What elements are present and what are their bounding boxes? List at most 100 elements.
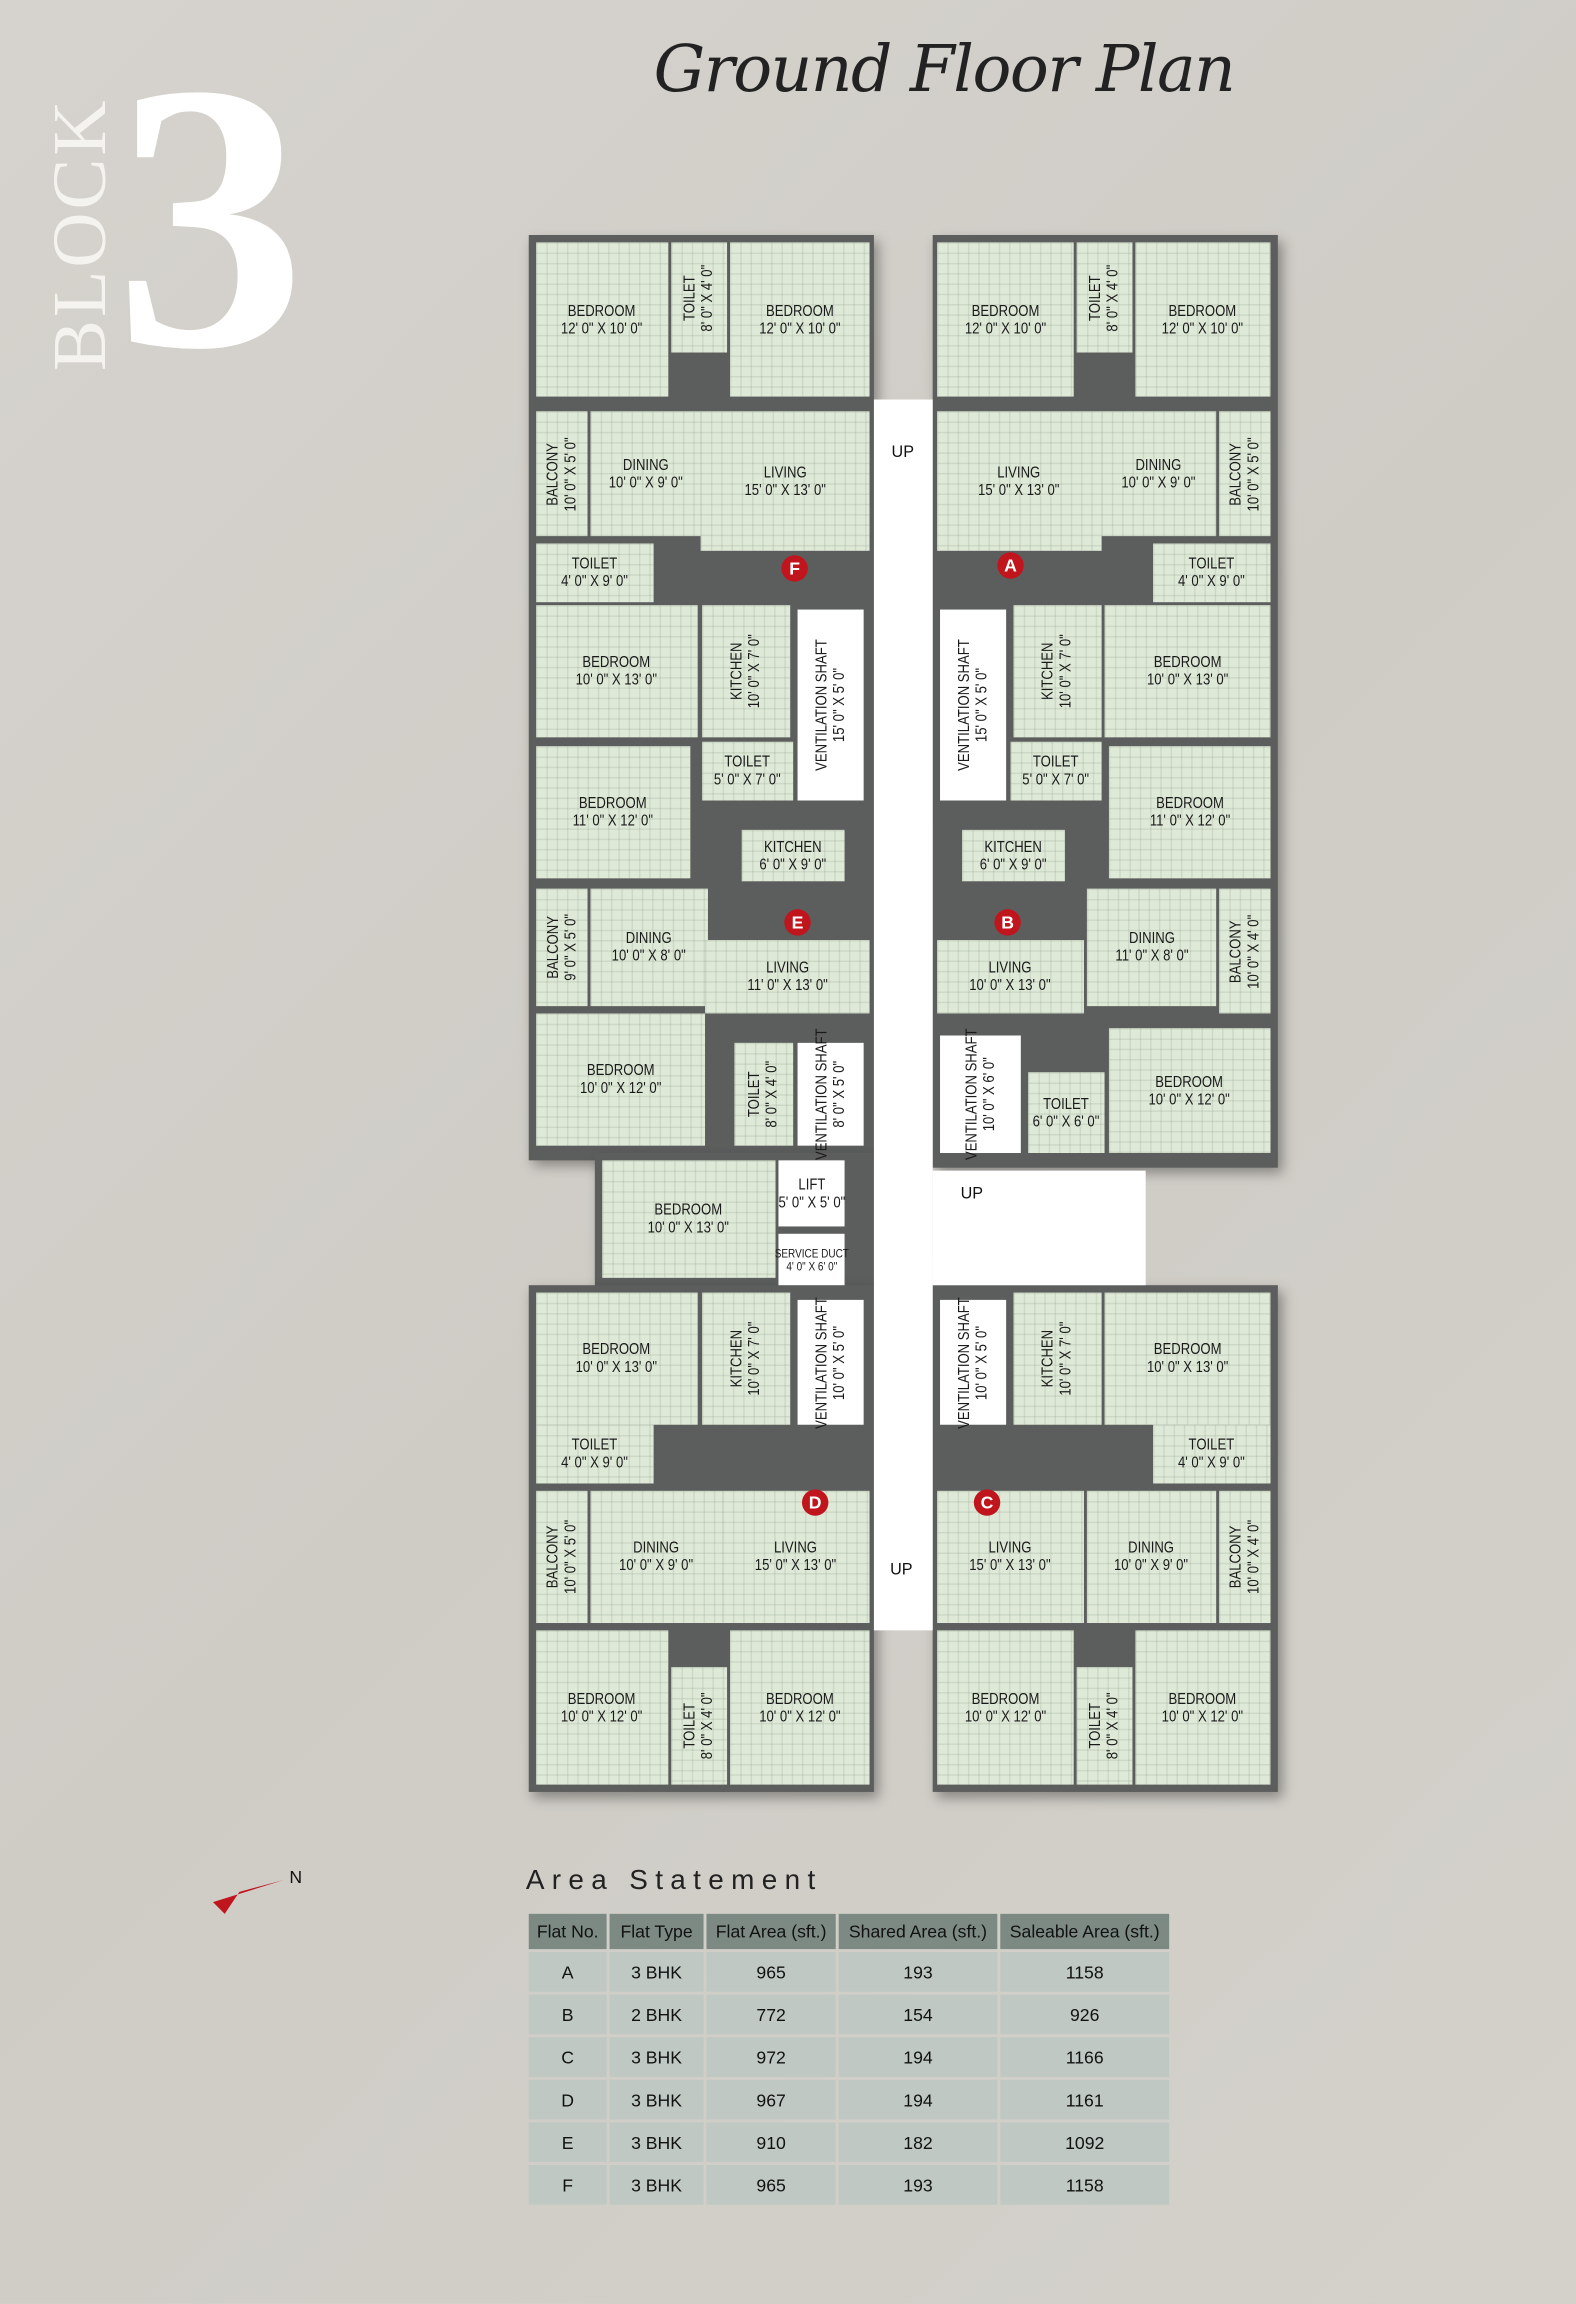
room-dimensions: 10' 0" X 9' 0" bbox=[608, 473, 683, 492]
table-cell: 1158 bbox=[1000, 2165, 1170, 2205]
room-name: BEDROOM bbox=[568, 1689, 637, 1708]
table-cell: 965 bbox=[706, 1952, 836, 1992]
room-name: BEDROOM bbox=[583, 653, 651, 672]
room-name: BALCONY bbox=[1227, 1525, 1245, 1589]
room-name: BEDROOM bbox=[583, 1341, 651, 1359]
room-name: KITCHEN bbox=[728, 642, 747, 701]
table-cell: 1166 bbox=[1000, 2037, 1170, 2077]
room-name: TOILET bbox=[681, 274, 700, 321]
table-cell: C bbox=[528, 2037, 607, 2077]
room-name: VENTILATION SHAFT bbox=[955, 1296, 974, 1429]
table-cell: 194 bbox=[838, 2079, 998, 2120]
room-dimensions: 10' 0" X 13' 0" bbox=[648, 1219, 730, 1237]
table-cell: F bbox=[528, 2165, 607, 2205]
corridor bbox=[873, 399, 933, 1631]
room-dimensions: 8' 0" X 4' 0" bbox=[763, 1060, 782, 1128]
flat-marker: A bbox=[997, 552, 1024, 579]
room-dimensions: 10' 0" X 12' 0" bbox=[759, 1707, 841, 1726]
room-dimensions: 10' 0" X 5' 0" bbox=[830, 1325, 849, 1400]
room-name: BEDROOM bbox=[654, 1201, 723, 1220]
room-dimensions: 15' 0" X 13' 0" bbox=[969, 1556, 1052, 1575]
room-dimensions: 8' 0" X 5' 0" bbox=[830, 1060, 849, 1128]
north-arrow-icon: N bbox=[212, 1867, 302, 1914]
stair-up-label: UP bbox=[891, 443, 915, 462]
table-cell: 926 bbox=[1000, 1994, 1170, 2035]
table-cell: A bbox=[528, 1952, 607, 1992]
table-cell: 182 bbox=[838, 2122, 998, 2163]
page-title: Ground Floor Plan bbox=[653, 32, 1236, 108]
table-cell: 965 bbox=[706, 2165, 836, 2205]
table-cell: 3 BHK bbox=[609, 2037, 704, 2077]
table-cell: 194 bbox=[838, 2037, 998, 2077]
room-dimensions: 12' 0" X 10' 0" bbox=[1162, 319, 1244, 338]
room-dimensions: 11' 0" X 13' 0" bbox=[747, 976, 828, 995]
room-dimensions: 15' 0" X 13' 0" bbox=[755, 1556, 837, 1575]
room-dimensions: 10' 0" X 5' 0" bbox=[1244, 436, 1263, 511]
table-cell: 193 bbox=[838, 1952, 998, 1992]
table-cell: 910 bbox=[706, 2122, 836, 2163]
room-name: TOILET bbox=[1188, 555, 1235, 573]
room-name: TOILET bbox=[681, 1703, 700, 1749]
room-name: BEDROOM bbox=[586, 1061, 655, 1080]
room-dimensions: 6' 0" X 9' 0" bbox=[980, 855, 1047, 874]
room-name: BEDROOM bbox=[765, 301, 834, 320]
room-name: BEDROOM bbox=[1155, 1072, 1224, 1091]
room-dimensions: 10' 0" X 12' 0" bbox=[1149, 1090, 1231, 1109]
table-header-row: Flat No. Flat Type Flat Area (sft.) Shar… bbox=[528, 1913, 1170, 1950]
room-dimensions: 10' 0" X 12' 0" bbox=[964, 1707, 1047, 1726]
room-name: DINING bbox=[622, 456, 669, 474]
room-dimensions: 10' 0" X 9' 0" bbox=[1121, 473, 1196, 492]
room-dimensions: 8' 0" X 4' 0" bbox=[1104, 264, 1123, 331]
table-cell: E bbox=[528, 2122, 607, 2163]
room-name: BEDROOM bbox=[971, 1689, 1040, 1708]
room-dimensions: 10' 0" X 4' 0" bbox=[1244, 914, 1263, 989]
room-dimensions: 10' 0" X 5' 0" bbox=[561, 1519, 580, 1594]
room-dimensions: 10' 0" X 13' 0" bbox=[1146, 671, 1229, 689]
room-name: VENTILATION SHAFT bbox=[812, 1028, 831, 1161]
room-name: BEDROOM bbox=[568, 301, 637, 320]
room-dimensions: 4' 0" X 9' 0" bbox=[561, 572, 629, 591]
table-cell: 3 BHK bbox=[609, 2122, 704, 2163]
stair-up-label: UP bbox=[890, 1561, 913, 1579]
table-cell: 3 BHK bbox=[609, 2079, 704, 2120]
room-name: LIVING bbox=[763, 463, 807, 482]
room-name: TOILET bbox=[572, 1436, 618, 1455]
